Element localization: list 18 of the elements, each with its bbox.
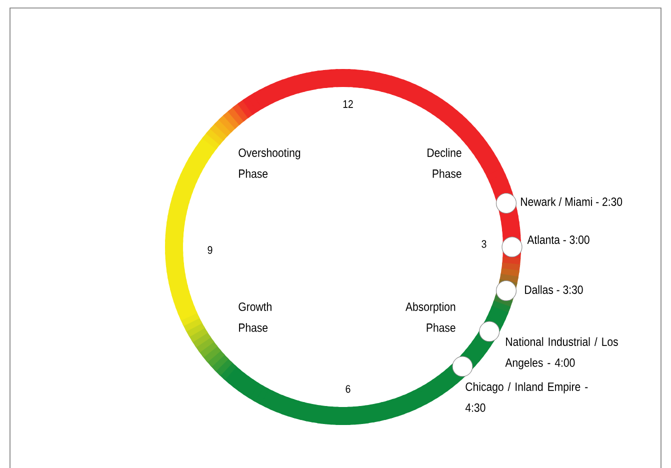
phase-label: Absorption Phase	[406, 302, 456, 332]
market-label: Atlanta - 3:00	[527, 235, 590, 244]
marker-circle	[502, 236, 522, 258]
clock-number: 9	[208, 246, 212, 254]
market-label: Chicago / Inland Empire - 4:30	[465, 382, 588, 412]
marker-circle	[452, 356, 473, 377]
market-label: Newark / Miami - 2:30	[521, 197, 622, 206]
marker-circle	[496, 192, 517, 214]
phase-label: Overshooting Phase	[238, 148, 300, 178]
phase-label: Decline Phase	[428, 148, 462, 178]
marker-circle	[479, 321, 500, 342]
clock-number: 6	[346, 385, 350, 393]
marker-circle	[496, 280, 517, 302]
clock-number: 3	[482, 240, 486, 248]
phase-label: Growth Phase	[238, 302, 272, 332]
clock-number: 12	[343, 100, 353, 108]
market-label: National Industrial / Los Angeles - 4:00	[505, 337, 618, 370]
market-label: Dallas - 3:30	[525, 285, 583, 294]
